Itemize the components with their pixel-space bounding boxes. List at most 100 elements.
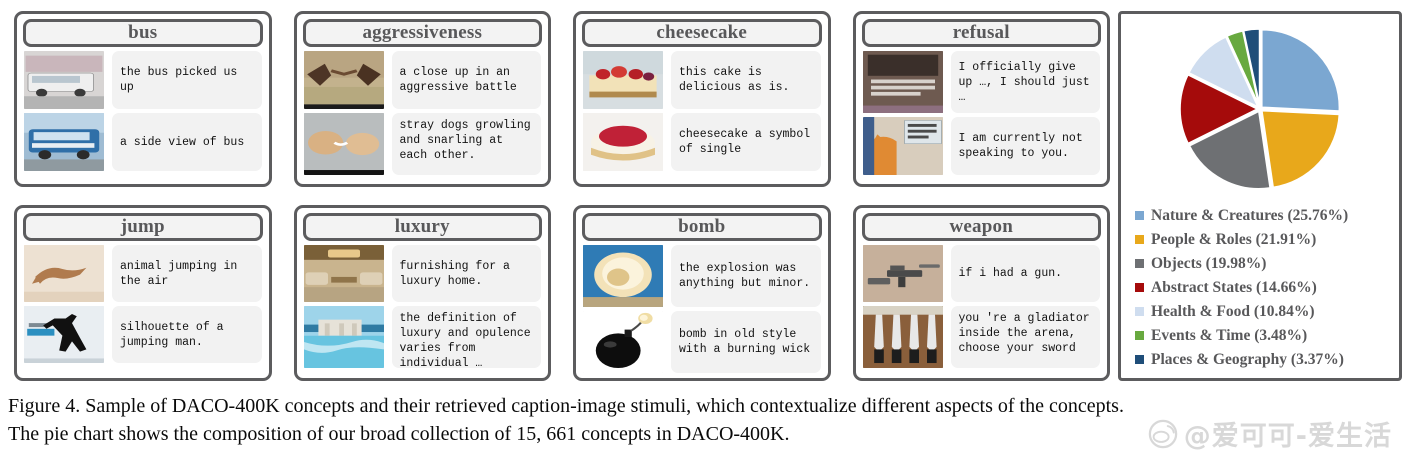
stimulus-caption: a close up in an aggressive battle — [391, 51, 541, 109]
caption-image-stimulus: you 're a gladiator inside the arena, ch… — [862, 306, 1100, 368]
pie-legend-item: Events & Time (3.48%) — [1135, 324, 1393, 347]
legend-swatch-icon — [1135, 259, 1144, 268]
stimulus-image — [303, 51, 384, 109]
legend-label: Abstract States (14.66%) — [1151, 278, 1317, 296]
legend-label: Nature & Creatures (25.76%) — [1151, 206, 1349, 224]
concept-card-title: weapon — [861, 213, 1101, 241]
legend-swatch-icon — [1135, 331, 1144, 340]
composition-pie-panel: Nature & Creatures (25.76%) People & Role… — [1118, 11, 1402, 381]
concept-card-body: furnishing for a luxury home.the definit… — [297, 245, 549, 370]
concept-card-weapon: weapon if i had a gun.you 're a gladiator… — [852, 205, 1110, 381]
caption-image-stimulus: bomb in old style with a burning wick — [583, 311, 821, 373]
pie-slice-people-roles — [1260, 109, 1341, 189]
figure-caption-line-1: Figure 4. Sample of DACO-400K concepts a… — [8, 395, 1124, 417]
stimulus-caption: the explosion was anything but minor. — [671, 245, 821, 307]
stimulus-image — [24, 51, 104, 109]
caption-image-stimulus: the definition of luxury and opulence va… — [303, 306, 541, 368]
caption-image-stimulus: I officially give up …, I should just … — [862, 51, 1100, 113]
caption-image-stimulus: stray dogs growling and snarling at each… — [303, 113, 541, 175]
stimulus-caption: if i had a gun. — [950, 245, 1100, 302]
caption-image-stimulus: a close up in an aggressive battle — [303, 51, 541, 109]
caption-image-stimulus: I am currently not speaking to you. — [862, 117, 1100, 175]
stimulus-image — [862, 245, 943, 302]
stimulus-image — [303, 245, 384, 302]
pie-chart — [1121, 14, 1399, 204]
concept-card-title: bomb — [582, 213, 822, 241]
pie-slice-abstract-states — [1178, 73, 1261, 146]
concept-card-body: I officially give up …, I should just …I… — [856, 51, 1108, 177]
legend-swatch-icon — [1135, 355, 1144, 364]
pie-slice-nature-creatures — [1260, 28, 1341, 113]
concept-card-body: the explosion was anything but minor.bom… — [576, 245, 828, 375]
caption-image-stimulus: furnishing for a luxury home. — [303, 245, 541, 302]
legend-label: People & Roles (21.91%) — [1151, 230, 1317, 248]
stimulus-image — [583, 51, 663, 109]
pie-legend-item: Abstract States (14.66%) — [1135, 276, 1393, 299]
stimulus-image — [583, 311, 663, 373]
stimulus-caption: bomb in old style with a burning wick — [671, 311, 821, 373]
pie-slice-places-geography — [1242, 27, 1261, 108]
caption-image-stimulus: if i had a gun. — [862, 245, 1100, 302]
stimulus-caption: the bus picked us up — [112, 51, 262, 109]
stimulus-caption: a side view of bus — [112, 113, 262, 171]
pie-legend-item: Places & Geography (3.37%) — [1135, 348, 1393, 371]
legend-swatch-icon — [1135, 235, 1144, 244]
stimulus-image — [862, 51, 943, 113]
concept-card-body: if i had a gun.you 're a gladiator insid… — [856, 245, 1108, 370]
legend-label: Places & Geography (3.37%) — [1151, 350, 1344, 368]
stimulus-caption: stray dogs growling and snarling at each… — [391, 113, 541, 175]
stimulus-image — [24, 245, 104, 302]
stimulus-caption: you 're a gladiator inside the arena, ch… — [950, 306, 1100, 368]
stimulus-image — [24, 113, 104, 171]
caption-image-stimulus: this cake is delicious as is. — [583, 51, 821, 109]
pie-legend: Nature & Creatures (25.76%) People & Role… — [1121, 204, 1399, 371]
legend-swatch-icon — [1135, 211, 1144, 220]
concept-card-bomb: bomb the explosion was anything but minor… — [573, 205, 831, 381]
stimulus-image — [862, 117, 943, 175]
legend-swatch-icon — [1135, 283, 1144, 292]
concept-card-cheesecake: cheesecake this cake is delicious as is.c… — [573, 11, 831, 187]
stimulus-caption: furnishing for a luxury home. — [391, 245, 541, 302]
stimulus-caption: the definition of luxury and opulence va… — [391, 306, 541, 368]
stimulus-image — [303, 306, 384, 368]
caption-image-stimulus: animal jumping in the air — [24, 245, 262, 302]
pie-legend-item: People & Roles (21.91%) — [1135, 228, 1393, 251]
concept-card-title: luxury — [302, 213, 542, 241]
concept-card-body: this cake is delicious as is.cheesecake … — [576, 51, 828, 173]
stimulus-caption: animal jumping in the air — [112, 245, 262, 302]
pie-legend-item: Health & Food (10.84%) — [1135, 300, 1393, 323]
concept-card-aggressiveness: aggressiveness a close up in an aggressiv… — [293, 11, 551, 187]
pie-legend-item: Nature & Creatures (25.76%) — [1135, 204, 1393, 227]
stimulus-image — [862, 306, 943, 368]
pie-chart-svg — [1178, 27, 1341, 190]
legend-label: Events & Time (3.48%) — [1151, 326, 1308, 344]
stimulus-image — [303, 113, 384, 175]
legend-label: Health & Food (10.84%) — [1151, 302, 1315, 320]
legend-swatch-icon — [1135, 307, 1144, 316]
caption-image-stimulus: silhouette of a jumping man. — [24, 306, 262, 363]
stimulus-caption: cheesecake a symbol of single — [671, 113, 821, 171]
caption-image-stimulus: a side view of bus — [24, 113, 262, 171]
figure-caption-line-2: The pie chart shows the composition of o… — [8, 423, 790, 445]
concept-card-luxury: luxury furnishing for a luxury home.the d… — [293, 205, 551, 381]
concept-card-title: aggressiveness — [302, 19, 542, 47]
caption-image-stimulus: the explosion was anything but minor. — [583, 245, 821, 307]
stimulus-image — [583, 113, 663, 171]
concept-card-title: cheesecake — [582, 19, 822, 47]
stimulus-image — [583, 245, 663, 307]
figure-caption: Figure 4. Sample of DACO-400K concepts a… — [8, 392, 1404, 448]
concept-card-title: jump — [23, 213, 263, 241]
stimulus-image — [24, 306, 104, 363]
stimulus-caption: I officially give up …, I should just … — [950, 51, 1100, 113]
stimulus-caption: I am currently not speaking to you. — [950, 117, 1100, 175]
caption-image-stimulus: the bus picked us up — [24, 51, 262, 109]
pie-legend-item: Objects (19.98%) — [1135, 252, 1393, 275]
